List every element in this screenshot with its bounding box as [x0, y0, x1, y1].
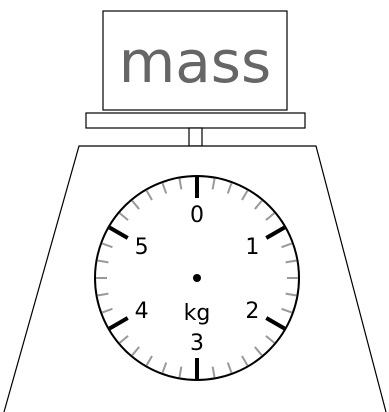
dial-label-3: 3 [190, 331, 204, 356]
scale-platform [86, 113, 305, 128]
dial-center-dot [193, 274, 201, 282]
dial-label-0: 0 [190, 203, 204, 228]
scale-stem [189, 128, 202, 146]
dial-unit-label: kg [184, 301, 211, 326]
dial-label-1: 1 [245, 235, 259, 260]
mass-label: mass [119, 28, 271, 96]
dial-label-2: 2 [245, 299, 259, 324]
dial-label-4: 4 [135, 299, 149, 324]
dial-label-5: 5 [135, 235, 149, 260]
dial: 0 1 2 3 4 5 kg [95, 176, 299, 380]
